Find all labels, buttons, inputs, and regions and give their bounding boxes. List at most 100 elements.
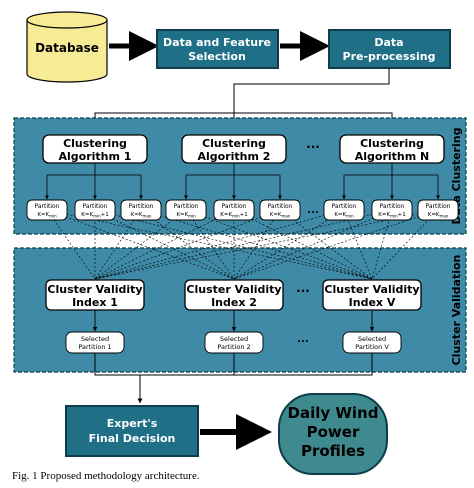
partition-k-value: K=Kmin (176, 212, 196, 219)
preprocessing-label-2: Pre-processing (343, 50, 436, 63)
partition-k-text: K=K (378, 212, 390, 218)
partition-k-value: K=Kmax (428, 212, 449, 219)
partition-k-text: K=K (131, 212, 143, 218)
algorithm-partition-connector (342, 163, 440, 200)
partition-label: Partition (221, 203, 246, 210)
partition-k-text: K=K (176, 212, 188, 218)
algorithm-label-line2: Algorithm 2 (198, 150, 271, 163)
mesh-line (94, 209, 393, 280)
mesh-line (94, 209, 281, 280)
profiles-label-2: Power (307, 423, 360, 441)
partition-k-subscript: max (282, 214, 291, 219)
mesh-line (140, 209, 235, 280)
selected-label-line1: Selected (220, 335, 248, 343)
figure-caption: Fig. 1 Proposed methodology architecture… (12, 470, 200, 482)
database-node: Database (26, 11, 108, 83)
partition-k-suffix: +1 (101, 212, 109, 218)
partition-k-subscript: max (143, 214, 152, 219)
algorithm-label-line1: Clustering (360, 137, 424, 150)
algorithm-partition-connector (45, 163, 143, 200)
cluster-validation-band-label: Cluster Validation (450, 255, 463, 366)
partition-k-subscript: min (49, 214, 57, 219)
selected-label-line2: Partition 1 (78, 343, 111, 351)
validity-index-label-line1: Cluster Validity (186, 283, 281, 296)
partition-index-mesh (46, 209, 439, 280)
mesh-line (94, 209, 373, 280)
mesh-line (233, 209, 393, 280)
partition-k-text: K=K (37, 212, 49, 218)
partition-label: Partition (82, 203, 107, 210)
algorithm-label-line1: Clustering (63, 137, 127, 150)
final-decision-label-2: Final Decision (89, 432, 176, 445)
partition-k-text: K=K (220, 212, 232, 218)
partition-k-value: K=Kmin (37, 212, 57, 219)
selected-label-line2: Partition 2 (217, 343, 250, 351)
partition-k-subscript: min (390, 214, 398, 219)
partition-label: Partition (379, 203, 404, 210)
mesh-line (140, 209, 373, 280)
partition-k-text: K=K (270, 212, 282, 218)
partition-k-suffix: +1 (240, 212, 248, 218)
partition-ellipsis: ... (307, 205, 318, 216)
partition-label: Partition (128, 203, 153, 210)
mesh-line (94, 209, 345, 280)
partition-k-text: K=K (81, 212, 93, 218)
partition-k-value: K=Kmin+1 (378, 212, 405, 219)
partition-k-text: K=K (334, 212, 346, 218)
selected-label-line2: Partition V (355, 343, 389, 351)
mesh-line (94, 209, 142, 280)
partition-k-text: K=K (428, 212, 440, 218)
profiles-label-3: Profiles (301, 442, 365, 460)
feature-selection-node: Data and Feature Selection (156, 29, 279, 69)
mesh-line (94, 209, 235, 280)
partition-k-subscript: min (188, 214, 196, 219)
daily-wind-power-profiles-node: Daily Wind Power Profiles (278, 393, 388, 475)
final-decision-node: Expert's Final Decision (65, 405, 199, 457)
selected-label-line1: Selected (81, 335, 109, 343)
partition-k-value: K=Kmax (131, 212, 152, 219)
validity-index-label-line1: Cluster Validity (324, 283, 419, 296)
feature-selection-label-2: Selection (188, 50, 246, 63)
algorithm-ellipsis: ... (306, 137, 320, 151)
partition-k-value: K=Kmin+1 (81, 212, 108, 219)
mesh-line (233, 209, 281, 280)
selected-ellipsis: ... (297, 334, 308, 345)
database-label: Database (35, 41, 99, 55)
mesh-line (46, 209, 373, 280)
partition-k-value: K=Kmin (334, 212, 354, 219)
selected-to-decision-connector (94, 353, 373, 404)
index-ellipsis: ... (296, 281, 310, 295)
profiles-label-1: Daily Wind (288, 404, 379, 422)
mesh-line (94, 209, 187, 280)
mesh-line (185, 209, 373, 280)
preprocessing-label-1: Data (374, 36, 403, 49)
partition-k-subscript: min (232, 214, 240, 219)
partition-k-suffix: +1 (398, 212, 406, 218)
preprocessing-node: Data Pre-processing (328, 29, 451, 69)
algorithm-label-line2: Algorithm 1 (59, 150, 132, 163)
mesh-line (233, 209, 345, 280)
final-decision-label-1: Expert's (107, 417, 158, 430)
algorithm-partition-connector (184, 163, 282, 200)
algorithm-label-line1: Clustering (202, 137, 266, 150)
validity-index-label-line1: Cluster Validity (47, 283, 142, 296)
algorithm-label-line2: Algorithm N (355, 150, 430, 163)
validity-index-label-line2: Index 1 (72, 296, 118, 309)
